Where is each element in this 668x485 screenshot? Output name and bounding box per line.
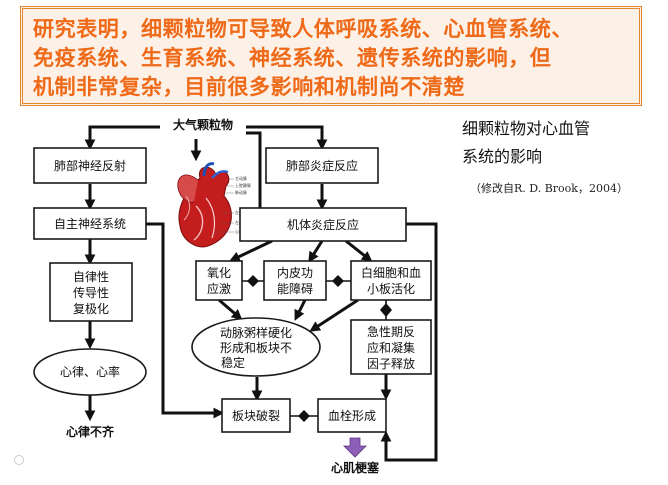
node-autorhythm-line: 复极化	[73, 302, 109, 316]
node-hr-ellipse	[33, 348, 147, 396]
bidir-wbc-acute	[380, 300, 392, 320]
diagram-title-line-1: 细颗粒物对心血管	[462, 119, 591, 138]
node-athero-ellipse	[191, 317, 321, 377]
node-rupture-box	[221, 398, 291, 433]
arrow-endothelial-to-athero	[294, 299, 307, 321]
arrow-systemic-to-thrombus	[380, 222, 438, 462]
node-systemic-box	[239, 207, 407, 242]
node-endothelial-line: 能障碍	[277, 281, 313, 296]
node-acute-line: 因子释放	[367, 356, 415, 371]
bidir-oxidative-endothelial	[242, 275, 264, 287]
node-endothelial-box	[263, 260, 327, 301]
arrow-autonomic-to-rupture	[146, 222, 225, 419]
banner-line-3: 机制非常复杂，目前很多影响和机制尚不清楚	[33, 75, 465, 99]
node-lung-inflam-box	[265, 147, 379, 184]
node-autonomic: 自主神经系统	[54, 217, 126, 231]
arrow-oxidative-to-athero	[218, 298, 243, 321]
node-lung-inflam: 肺部炎症反应	[286, 158, 358, 173]
arrow-pm-to-lung-reflex	[84, 125, 160, 151]
arrow-thrombus-to-mi	[343, 437, 367, 458]
node-mi: 心肌梗塞	[331, 460, 380, 475]
slide-corner-mark	[14, 455, 24, 465]
heart-label: 肺动脉	[235, 189, 247, 195]
node-oxidative-box	[195, 260, 243, 301]
node-endothelial-line: 内皮功	[277, 266, 313, 280]
node-hr: 心律、心率	[60, 364, 120, 379]
node-acute-box	[350, 319, 432, 375]
node-rupture: 板块破裂	[232, 408, 280, 423]
node-athero-line: 动脉粥样硬化	[220, 325, 292, 340]
node-systemic: 机体炎症反应	[287, 217, 359, 232]
banner-line-2: 免疫系统、生育系统、神经系统、遗传系统的影响，但	[33, 46, 552, 70]
heart-label: 主动脉	[235, 175, 247, 181]
node-oxidative-line: 氧化	[207, 266, 231, 280]
node-wbc-box	[350, 260, 432, 301]
node-acute-line: 急性期反	[367, 324, 415, 339]
heart-label: 心尖	[235, 228, 243, 234]
node-thrombus-box	[317, 398, 387, 433]
node-acute-line: 应和凝集	[367, 340, 415, 355]
heart-illustration: 主动脉 上腔静脉 肺动脉 左心房 左心室 心尖	[177, 162, 251, 248]
node-autorhythm-box	[49, 262, 133, 322]
node-wbc-line: 小板活化	[367, 282, 415, 296]
arrow-systemic-to-oxidative	[229, 239, 273, 262]
arrow-wbc-to-athero	[309, 298, 359, 332]
node-lung-reflex-box	[33, 147, 147, 184]
node-arrhythmia: 心律不齐	[66, 424, 115, 439]
node-autorhythm-line: 传导性	[73, 285, 109, 300]
arrow-pm-to-systemic	[246, 131, 266, 228]
citation: （修改自R. D. Brook，2004）	[470, 182, 628, 195]
diagram-title-line-2: 系统的影响	[462, 147, 543, 166]
summary-banner: 研究表明，细颗粒物可导致人体呼吸系统、心血管系统、 免疫系统、生育系统、神经系统…	[20, 6, 642, 106]
arrow-pm-to-lung-inflam	[246, 125, 328, 151]
node-autonomic-box	[33, 207, 147, 240]
node-athero-line: 稳定	[221, 355, 245, 370]
arrow-systemic-to-endothelial	[308, 240, 324, 263]
heart-label: 上腔静脉	[235, 182, 251, 188]
node-oxidative-line: 应激	[207, 281, 231, 296]
node-autorhythm-line: 自律性	[73, 270, 109, 284]
banner-line-1: 研究表明，细颗粒物可导致人体呼吸系统、心血管系统、	[33, 17, 573, 41]
node-wbc-line: 白细胞和血	[361, 265, 421, 280]
node-thrombus: 血栓形成	[328, 408, 376, 423]
node-lung-reflex: 肺部神经反射	[54, 158, 126, 173]
arrow-systemic-to-wbc	[345, 239, 373, 263]
node-athero-line: 形成和板块不	[220, 341, 292, 355]
node-pm: 大气颗粒物	[173, 117, 233, 132]
bidir-rupture-thrombus	[290, 410, 318, 422]
bidir-endothelial-wbc	[326, 275, 351, 287]
